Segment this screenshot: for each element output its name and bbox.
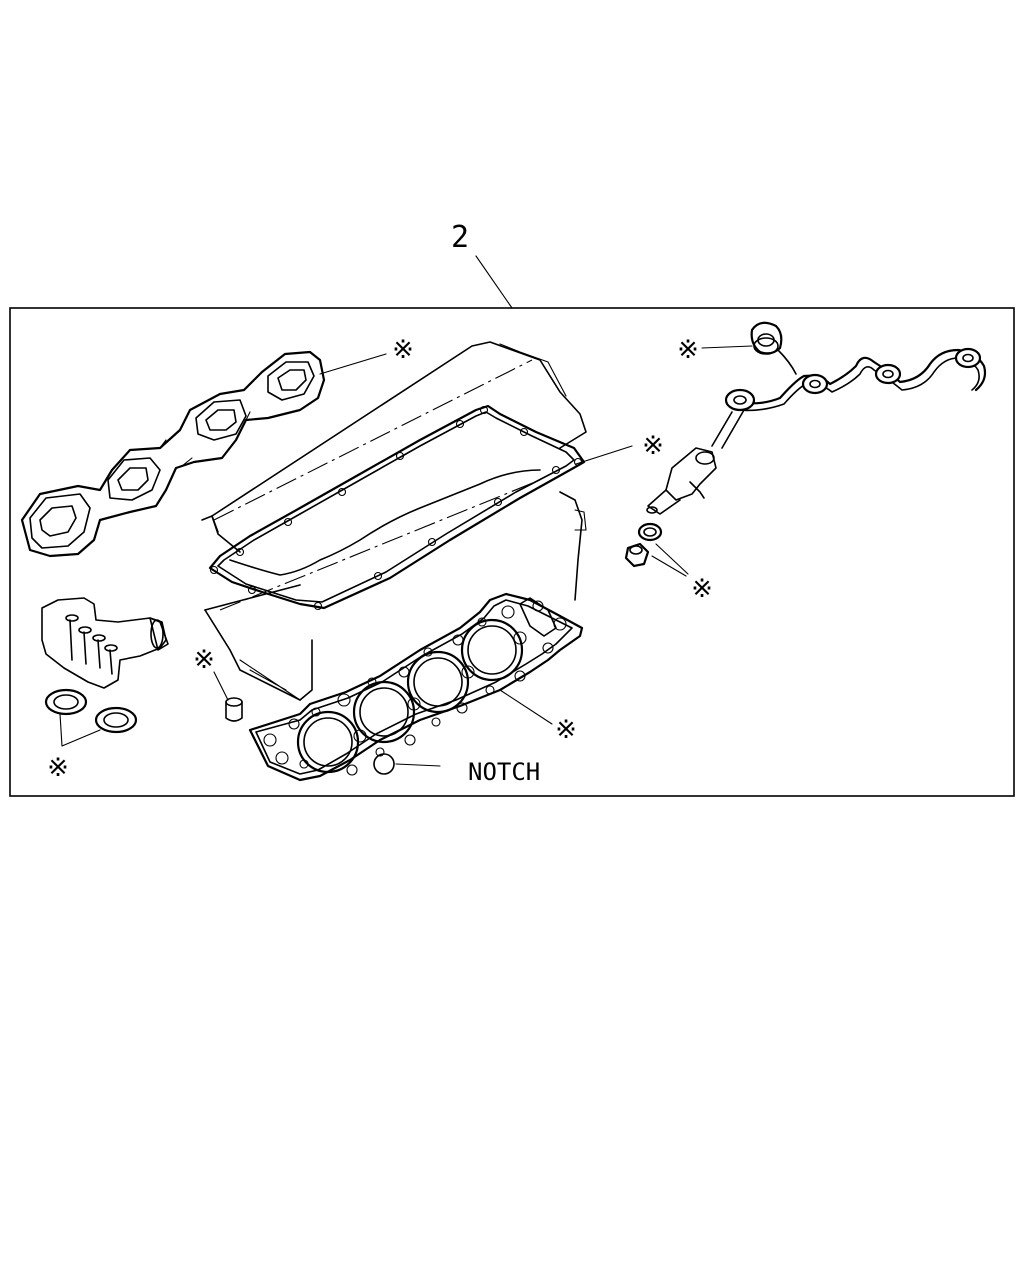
water-outlet-o-rings xyxy=(44,688,138,747)
cylinder-head-outline xyxy=(201,341,587,701)
kit-marker-head-gasket: ※ xyxy=(555,715,577,745)
injector-seal-ring xyxy=(624,522,689,577)
kit-markers: ※ ※ ※ ※ ※ ※ ※ xyxy=(47,335,753,783)
injector-nozzle xyxy=(646,447,717,515)
exhaust-manifold-gasket xyxy=(20,350,326,558)
water-outlet-housing xyxy=(41,597,169,689)
rocker-cover-gasket xyxy=(208,404,586,611)
kit-marker-seal: ※ xyxy=(691,574,713,604)
kit-marker-pipe: ※ xyxy=(677,335,699,365)
kit-marker-plug: ※ xyxy=(193,645,215,675)
kit-marker-o-rings: ※ xyxy=(47,753,69,783)
notch-label: NOTCH xyxy=(468,758,540,786)
kit-marker-exhaust: ※ xyxy=(392,335,414,365)
kit-frame xyxy=(9,307,1015,797)
kit-marker-rocker: ※ xyxy=(642,431,664,461)
callout-number: 2 xyxy=(451,220,469,255)
plug-seal xyxy=(213,671,243,722)
cylinder-head-gasket xyxy=(248,592,584,782)
injector-leak-off-pipe xyxy=(711,321,987,449)
callout-leader xyxy=(475,255,513,309)
notch-leader xyxy=(395,763,441,767)
